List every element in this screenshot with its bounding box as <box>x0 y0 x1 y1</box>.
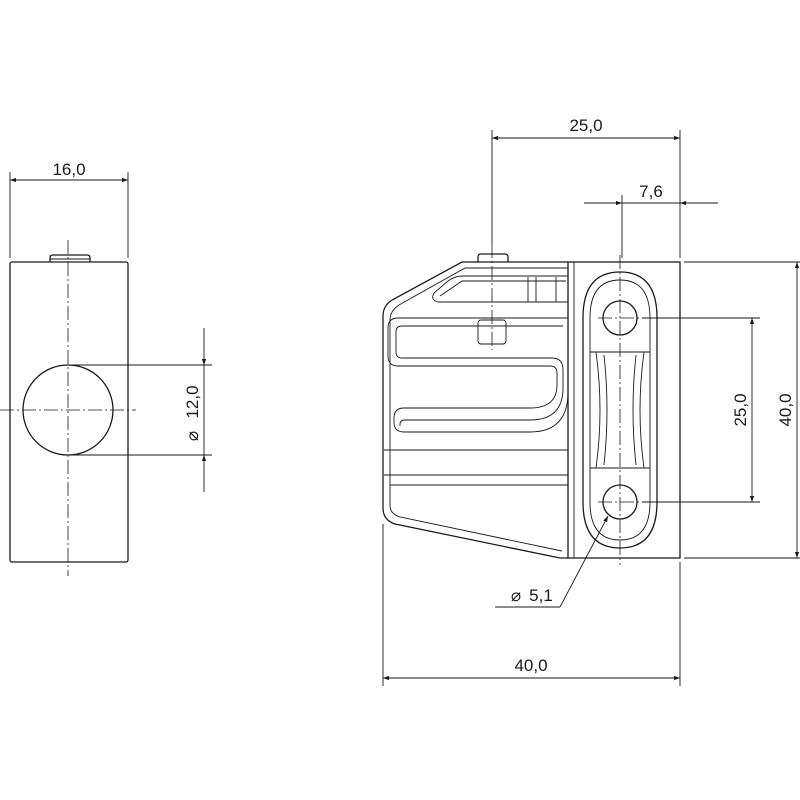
dim-total-height: 40,0 <box>684 261 800 559</box>
dim-side-width-label: 16,0 <box>52 160 85 179</box>
dim-top-width: 25,0 <box>491 116 681 258</box>
dim-top-width-label: 25,0 <box>569 116 602 135</box>
front-view-clamp-block <box>567 261 681 559</box>
dim-small-hole-diameter-symbol: ⌀ <box>511 586 521 605</box>
dim-hole-diameter-symbol: ⌀ <box>183 431 202 441</box>
dim-total-width: 40,0 <box>382 524 681 686</box>
side-view-body <box>9 261 129 563</box>
dim-small-hole-diameter: ⌀ 5,1 <box>495 515 609 608</box>
dim-hole-diameter: ⌀ 12,0 <box>68 328 212 492</box>
dim-total-height-label: 40,0 <box>776 393 795 426</box>
side-view-top-tab <box>49 254 91 262</box>
dim-offset-label: 7,6 <box>639 182 663 201</box>
front-view-u-slot <box>387 317 569 433</box>
dim-total-width-label: 40,0 <box>514 656 547 675</box>
dim-hole-spacing: 25,0 <box>642 317 760 503</box>
front-view: 25,0 7,6 25,0 40,0 40 <box>382 116 800 686</box>
front-view-housing <box>382 261 568 559</box>
dim-hole-diameter-label: 12,0 <box>183 385 202 418</box>
dim-offset: 7,6 <box>584 182 718 258</box>
dim-small-hole-diameter-label: 5,1 <box>529 586 553 605</box>
dim-side-width: 16,0 <box>9 160 129 258</box>
dim-hole-spacing-label: 25,0 <box>731 393 750 426</box>
side-view: 16,0 ⌀ 12,0 <box>0 160 212 576</box>
